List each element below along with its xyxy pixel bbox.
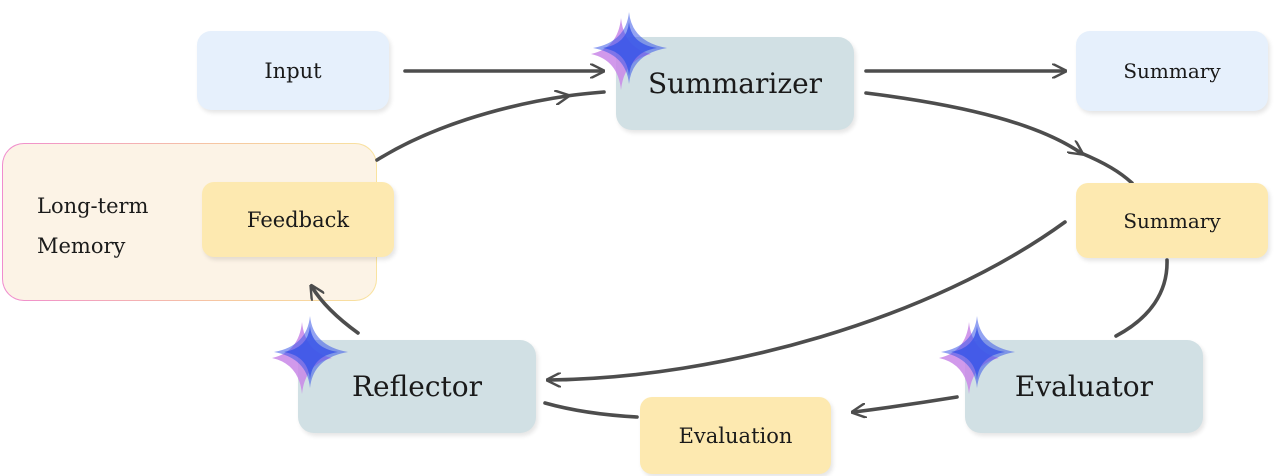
- sparkle-icon: [939, 316, 1015, 394]
- sparkle-icon: [272, 316, 348, 394]
- long-term-memory-label: Long-term Memory: [37, 194, 149, 258]
- arrow-loop-continuation: [1079, 151, 1134, 185]
- input-node: Input: [197, 31, 389, 110]
- evaluation-node: Evaluation: [640, 397, 831, 474]
- summary-feedback-node: Summary: [1076, 183, 1268, 258]
- arrow-summary-to-evaluator: [1114, 258, 1169, 338]
- arrow-memory-to-summarizer: [375, 96, 567, 162]
- arrow-evaluation-to-reflector: [543, 401, 639, 419]
- arrow-evaluator-to-evaluation: [854, 395, 959, 412]
- summarizer-agent-node: Summarizer: [616, 37, 854, 130]
- reflector-agent-node: Reflector: [298, 340, 536, 433]
- evaluator-agent-node: Evaluator: [965, 340, 1203, 433]
- arrow-summarizer-to-summary-loop: [864, 91, 1081, 153]
- arrow-reflector-to-feedback: [312, 287, 360, 335]
- arrow-memory-to-summarizer-end: [565, 90, 606, 98]
- feedback-node: Feedback: [202, 182, 394, 257]
- summary-output-node: Summary: [1076, 31, 1268, 111]
- arrow-summary-to-reflector: [549, 220, 1067, 380]
- sparkle-icon: [591, 12, 667, 90]
